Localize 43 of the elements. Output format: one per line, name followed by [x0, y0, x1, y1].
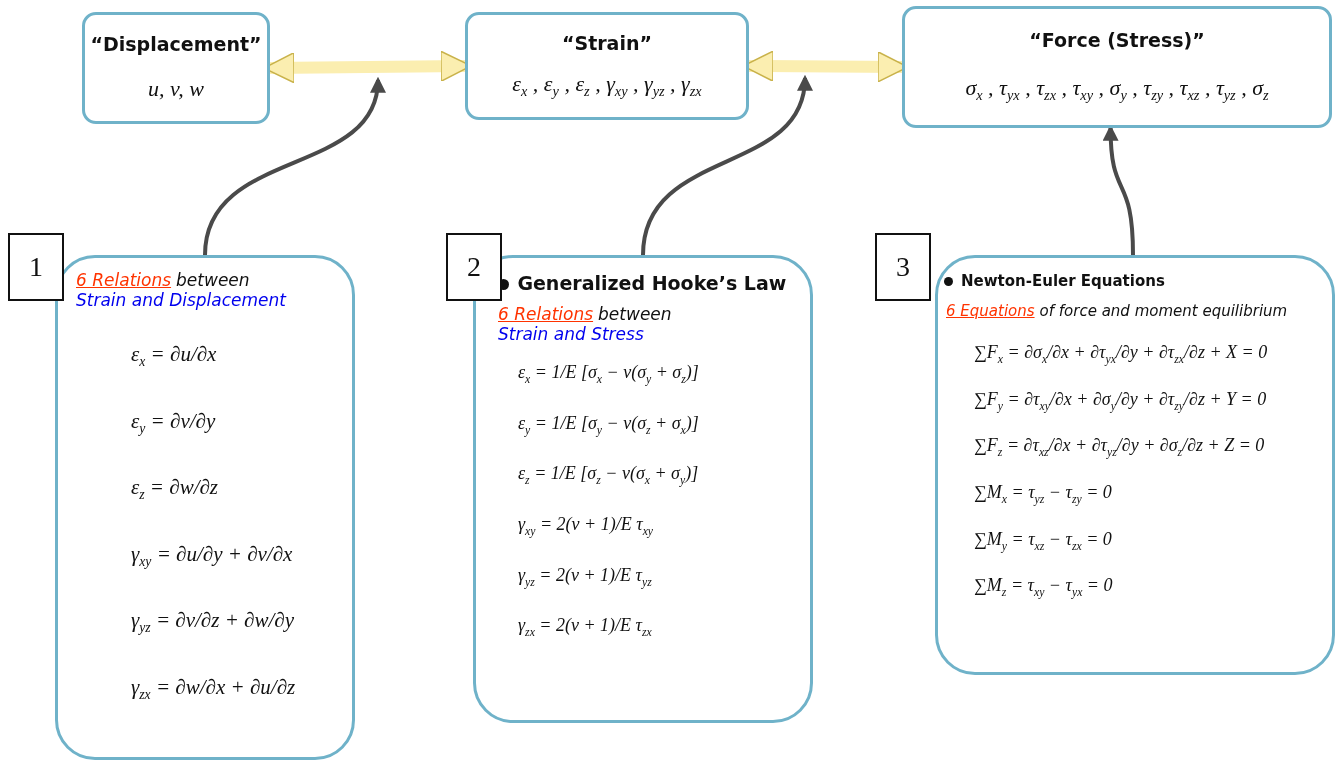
concept-box [902, 6, 1332, 128]
count-text: 6 Equations [946, 302, 1035, 320]
count-text: 6 Relations [76, 270, 172, 290]
equation: ε$_{x}$ = 1/E [σ$_{x}$ − ν(σ$_{y}$ + σ$_{z}$)] [518, 362, 699, 387]
equation: γ$_{zx}$ = 2(ν + 1)/E τ$_{zx}$ [518, 615, 653, 640]
equation: γ$_{yz}$ = 2(ν + 1)/E τ$_{yz}$ [518, 564, 653, 590]
number-box: 3 [875, 233, 931, 301]
concept-box [465, 12, 749, 120]
equation: ∑F$_{z}$ = ∂τ$_{xz}$/∂x + ∂τ$_{yz}$/∂y + ∂σ$_{z}$/∂z + Z = 0 [974, 435, 1266, 460]
variable-list: u, v, w [148, 76, 204, 103]
equation: γ$_{xy}$ = 2(ν + 1)/E τ$_{xy}$ [518, 513, 655, 539]
variable-list: σ$_{x}$ , τ$_{yx}$ , τ$_{zx}$ , τ$_{xy}$ , σ$_{y}$ , τ$_{zy}$ , τ$_{xz}$ , τ$_{yz}$ , σ$_{z}$ [965, 75, 1269, 105]
number-box: 2 [446, 233, 502, 301]
equation: ∑F$_{y}$ = ∂τ$_{xy}$/∂x + ∂σ$_{y}$/∂y + ∂τ$_{zy}$/∂z + Y = 0 [974, 388, 1268, 414]
relation-panel [55, 255, 355, 760]
connector-text: between [598, 304, 672, 324]
box-title: “Strain” [562, 31, 652, 54]
concept-box [82, 12, 270, 124]
panel-heading: Newton-Euler Equations [944, 272, 1165, 290]
equation: ε$_{z}$ = ∂w/∂z [131, 475, 220, 504]
count-text: 6 Relations [498, 304, 594, 324]
subject-text: Strain and Displacement [76, 290, 287, 310]
curved-arrow [641, 74, 812, 256]
relation-panel [935, 255, 1335, 675]
subject-text: Strain and Stress [498, 324, 644, 344]
equation: ε$_{z}$ = 1/E [σ$_{z}$ − ν(σ$_{x}$ + σ$_{y}$)] [518, 463, 699, 488]
equation: γ$_{yz}$ = ∂v/∂z + ∂w/∂y [131, 608, 295, 637]
variable-list: ε$_{x}$ , ε$_{y}$ , ε$_{z}$ , γ$_{xy}$ , γ$_{yz}$ , γ$_{zx}$ [512, 70, 702, 101]
equation: γ$_{zx}$ = ∂w/∂x + ∂u/∂z [131, 674, 296, 704]
equation: ∑F$_{x}$ = ∂σ$_{x}$/∂x + ∂τ$_{yx}$/∂y + ∂τ$_{zx}$/∂z + X = 0 [974, 342, 1268, 367]
equation: ∑M$_{x}$ = τ$_{yz}$ − τ$_{zy}$ = 0 [974, 481, 1113, 507]
connector-text: of force and moment equilibrium [1039, 302, 1288, 320]
equation: ε$_{y}$ = 1/E [σ$_{y}$ − ν(σ$_{z}$ + σ$_{x}$)] [518, 412, 699, 438]
box-title: “Force (Stress)” [1029, 29, 1205, 52]
equation: ∑M$_{z}$ = τ$_{xy}$ − τ$_{yx}$ = 0 [974, 575, 1114, 600]
connector-text: between [176, 270, 250, 290]
box-title: “Displacement” [90, 33, 262, 56]
equation: γ$_{xy}$ = ∂u/∂y + ∂v/∂x [131, 541, 294, 571]
curved-arrow [203, 76, 384, 256]
number-box: 1 [8, 233, 64, 301]
equation: ε$_{x}$ = ∂u/∂x [131, 342, 218, 371]
equation: ε$_{y}$ = ∂v/∂y [131, 408, 217, 438]
equation: ∑M$_{y}$ = τ$_{xz}$ − τ$_{zx}$ = 0 [974, 528, 1113, 554]
